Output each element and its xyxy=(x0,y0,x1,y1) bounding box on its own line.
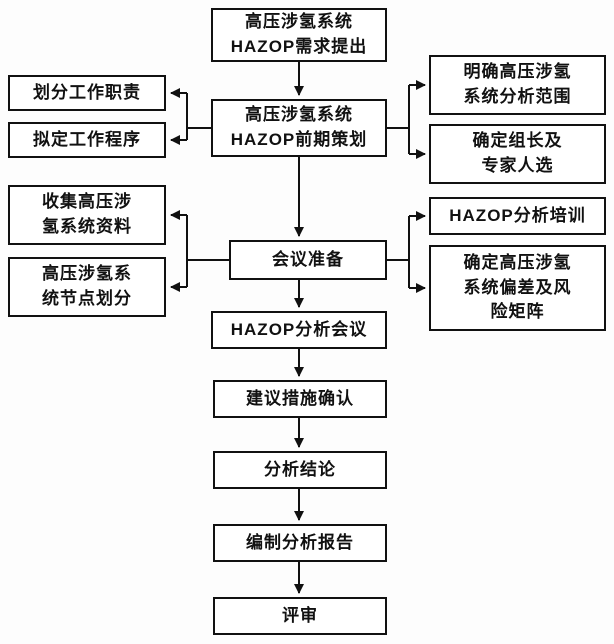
node-recommended-measures-confirmation: 建议措施确认 xyxy=(213,380,387,418)
node-review: 评审 xyxy=(213,597,387,635)
node-meeting-preparation: 会议准备 xyxy=(229,240,387,280)
node-hazop-analysis-meeting: HAZOP分析会议 xyxy=(211,311,387,349)
node-select-leader-and-experts: 确定组长及 专家人选 xyxy=(429,124,606,184)
node-hazop-analysis-training: HAZOP分析培训 xyxy=(429,197,606,235)
node-system-node-division: 高压涉氢系 统节点划分 xyxy=(8,257,166,317)
node-hazop-preliminary-planning: 高压涉氢系统 HAZOP前期策划 xyxy=(211,99,387,157)
node-draft-work-procedures: 拟定工作程序 xyxy=(8,122,166,158)
node-analysis-conclusion: 分析结论 xyxy=(213,451,387,489)
node-collect-system-data: 收集高压涉 氢系统资料 xyxy=(8,185,166,245)
node-divide-work-responsibilities: 划分工作职责 xyxy=(8,75,166,111)
node-define-analysis-scope: 明确高压涉氢 系统分析范围 xyxy=(429,55,606,115)
node-hazop-requirement: 高压涉氢系统 HAZOP需求提出 xyxy=(211,8,387,62)
node-deviation-and-risk-matrix: 确定高压涉氢 系统偏差及风 险矩阵 xyxy=(429,245,606,331)
node-compile-analysis-report: 编制分析报告 xyxy=(213,524,387,562)
